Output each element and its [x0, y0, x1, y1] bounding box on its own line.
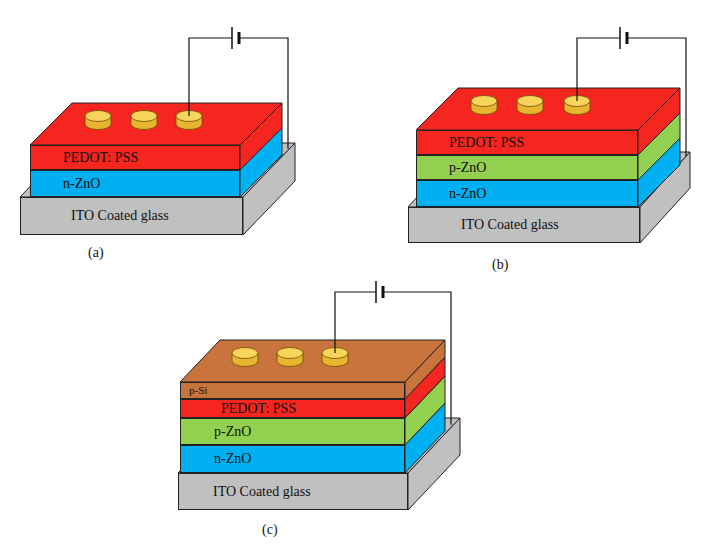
- battery-symbol: [232, 27, 239, 49]
- layer-label: n-ZnO: [63, 177, 100, 191]
- side-face: [240, 103, 282, 170]
- top-face: [30, 103, 282, 145]
- layer-slab: ITO Coated glass: [408, 207, 640, 243]
- top-face: [180, 340, 445, 382]
- subfigure-label: (b): [492, 257, 508, 273]
- battery-symbol: [376, 281, 383, 303]
- layer-slab: p-ZnO: [416, 155, 638, 180]
- wire: [189, 38, 232, 116]
- side-face: [405, 340, 445, 399]
- layer-slab: p-ZnO: [180, 418, 405, 445]
- layer-label: ITO Coated glass: [461, 218, 559, 232]
- wire: [239, 38, 288, 149]
- layer-label: PEDOT: PSS: [449, 136, 524, 150]
- gold-electrode: [277, 348, 303, 367]
- layer-label: p-Si: [189, 385, 207, 396]
- layer-label: PEDOT: PSS: [63, 151, 138, 165]
- wire: [335, 292, 376, 353]
- layer-slab: n-ZnO: [416, 180, 638, 207]
- side-face: [638, 88, 680, 155]
- layer-label: p-ZnO: [449, 161, 486, 175]
- layer-label: n-ZnO: [449, 187, 486, 201]
- device: [408, 27, 690, 243]
- layer-slab: PEDOT: PSS: [30, 145, 240, 170]
- gold-electrode: [232, 348, 258, 367]
- battery-symbol: [620, 27, 627, 49]
- layer-label: p-ZnO: [214, 425, 251, 439]
- gold-electrode: [85, 111, 111, 130]
- gold-electrode: [517, 96, 543, 115]
- layer-slab: n-ZnO: [30, 170, 240, 197]
- subfigure-label: (a): [88, 245, 104, 261]
- layer-label: ITO Coated glass: [213, 485, 311, 499]
- device: [178, 281, 460, 510]
- layer-slab: p-Si: [180, 382, 405, 399]
- layer-slab: PEDOT: PSS: [416, 130, 638, 155]
- layer-slab: ITO Coated glass: [20, 197, 243, 235]
- top-face: [416, 88, 680, 130]
- layer-slab: ITO Coated glass: [178, 473, 408, 510]
- gold-electrode: [131, 111, 157, 130]
- layer-label: PEDOT: PSS: [221, 402, 296, 416]
- layer-slab: PEDOT: PSS: [180, 399, 405, 418]
- layer-slab: n-ZnO: [180, 445, 405, 473]
- device: [20, 27, 295, 235]
- layer-label: ITO Coated glass: [71, 209, 169, 223]
- gold-electrode: [471, 96, 497, 115]
- subfigure-label: (c): [262, 522, 278, 538]
- layer-label: n-ZnO: [214, 452, 251, 466]
- wire: [577, 38, 620, 101]
